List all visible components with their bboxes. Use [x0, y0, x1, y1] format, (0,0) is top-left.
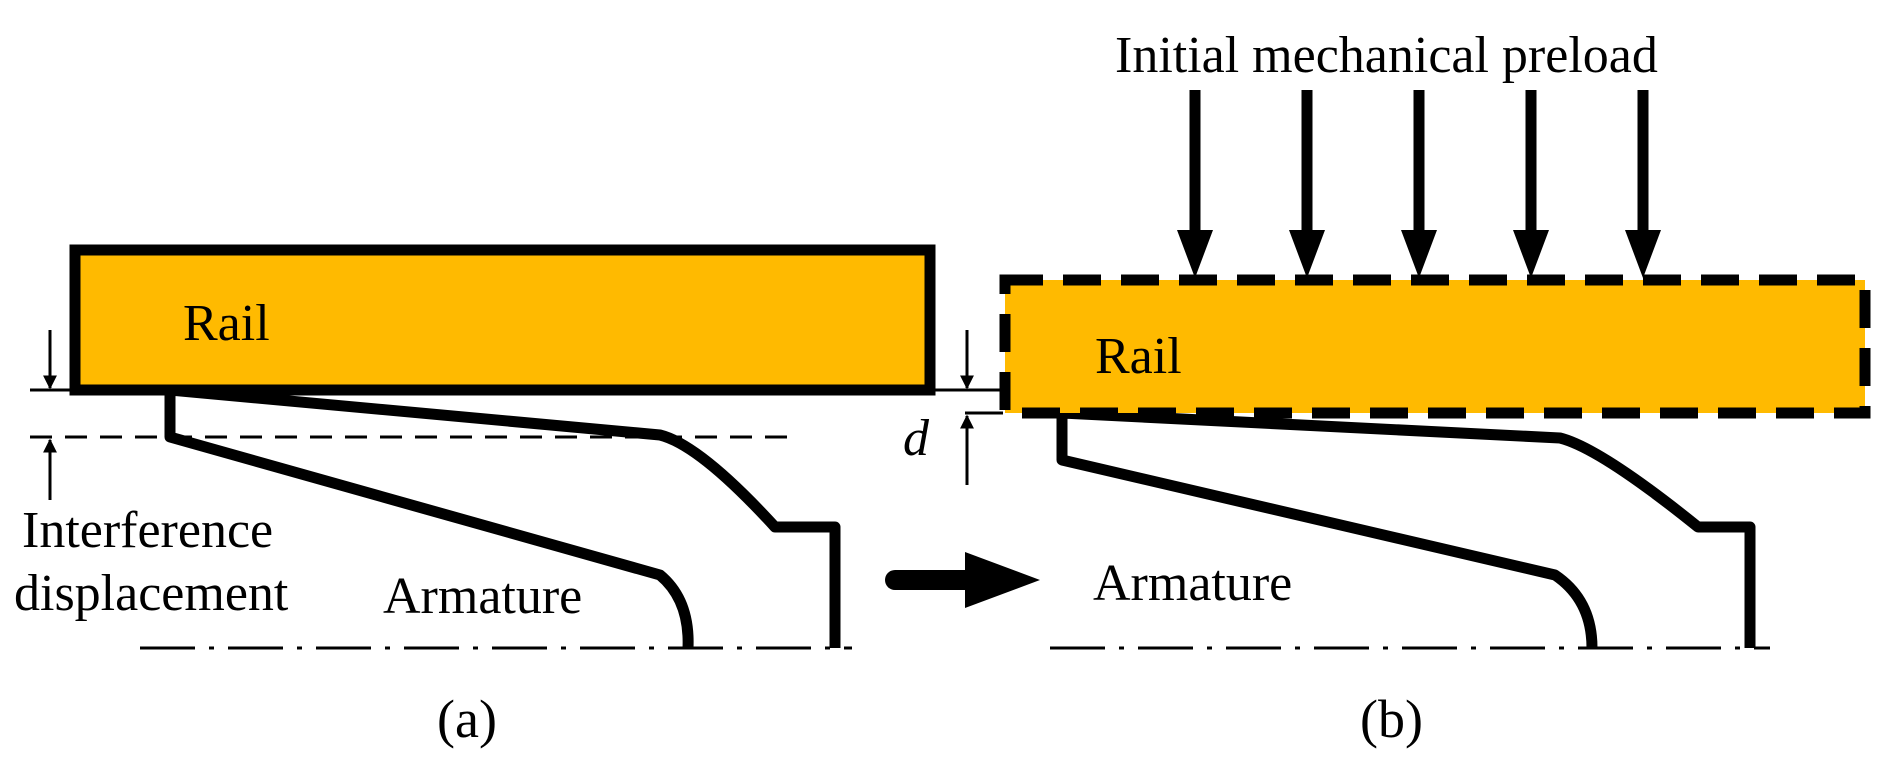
preload-arrows — [1177, 90, 1661, 278]
interference-label-line2: displacement — [14, 565, 289, 622]
transition-arrow-head — [965, 552, 1040, 608]
preload-arrowhead — [1625, 230, 1661, 278]
dimension-label: d — [903, 410, 930, 467]
transition-arrow — [885, 552, 1040, 608]
rail-a — [69, 244, 936, 396]
rail-label-b: Rail — [1095, 328, 1182, 385]
preload-arrowhead — [1513, 230, 1549, 278]
caption-a: (a) — [437, 689, 497, 749]
preload-arrowhead — [1177, 230, 1213, 278]
caption-b: (b) — [1360, 689, 1423, 749]
preload-arrowhead — [1289, 230, 1325, 278]
armature-outline-b — [1040, 407, 1756, 649]
panel-a: Rail Interference displacement Armature … — [14, 244, 936, 749]
armature-label-b: Armature — [1093, 555, 1292, 612]
rail-label-a: Rail — [183, 295, 270, 352]
rail-b — [999, 274, 1871, 419]
preload-arrowhead — [1401, 230, 1437, 278]
armature-label-a: Armature — [383, 568, 582, 625]
preload-title: Initial mechanical preload — [1115, 27, 1658, 84]
dimension-d: d — [903, 330, 1003, 485]
panel-b: Initial mechanical preload Rail Armature… — [999, 27, 1871, 749]
interference-label-line1: Interference — [22, 502, 273, 559]
